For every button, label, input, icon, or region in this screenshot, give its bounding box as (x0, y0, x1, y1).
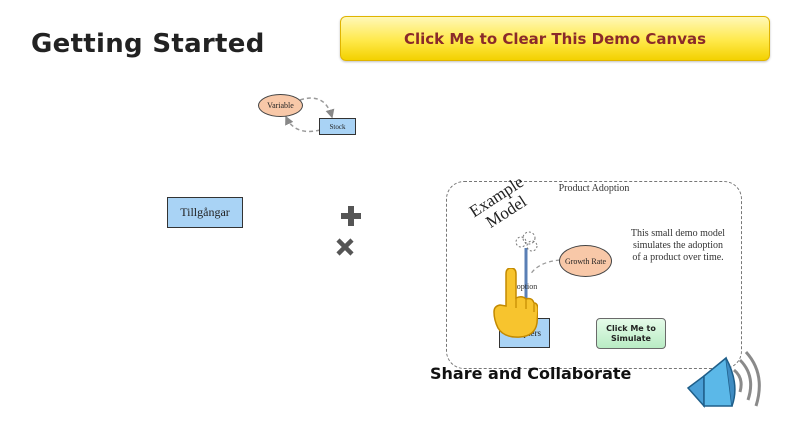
model-description: This small demo model simulates the adop… (630, 228, 726, 263)
hand-pointer-icon (493, 268, 538, 338)
page-title: Getting Started (31, 29, 265, 59)
connector-variable-to-stock (299, 97, 335, 119)
plus-icon[interactable] (340, 205, 362, 227)
variable-node[interactable]: Variable (258, 94, 303, 117)
cloud-icon (515, 231, 538, 252)
clear-canvas-button[interactable]: Click Me to Clear This Demo Canvas (340, 16, 770, 61)
simulate-button[interactable]: Click Me to Simulate (596, 318, 666, 349)
group-title: Product Adoption (558, 183, 630, 194)
close-icon[interactable] (336, 238, 354, 256)
stock-node-tillgangar[interactable]: Tillgångar (167, 197, 243, 228)
stock-node[interactable]: Stock (319, 118, 356, 135)
adoption-flow-label[interactable]: Adoption (507, 282, 538, 291)
share-collaborate-title: Share and Collaborate (430, 364, 632, 383)
growth-rate-node[interactable]: Growth Rate (559, 245, 612, 277)
speaker-icon[interactable] (682, 346, 762, 426)
connector-growth-to-flow (529, 259, 561, 276)
example-model-group[interactable] (446, 181, 742, 369)
connector-stock-to-variable (285, 115, 321, 133)
